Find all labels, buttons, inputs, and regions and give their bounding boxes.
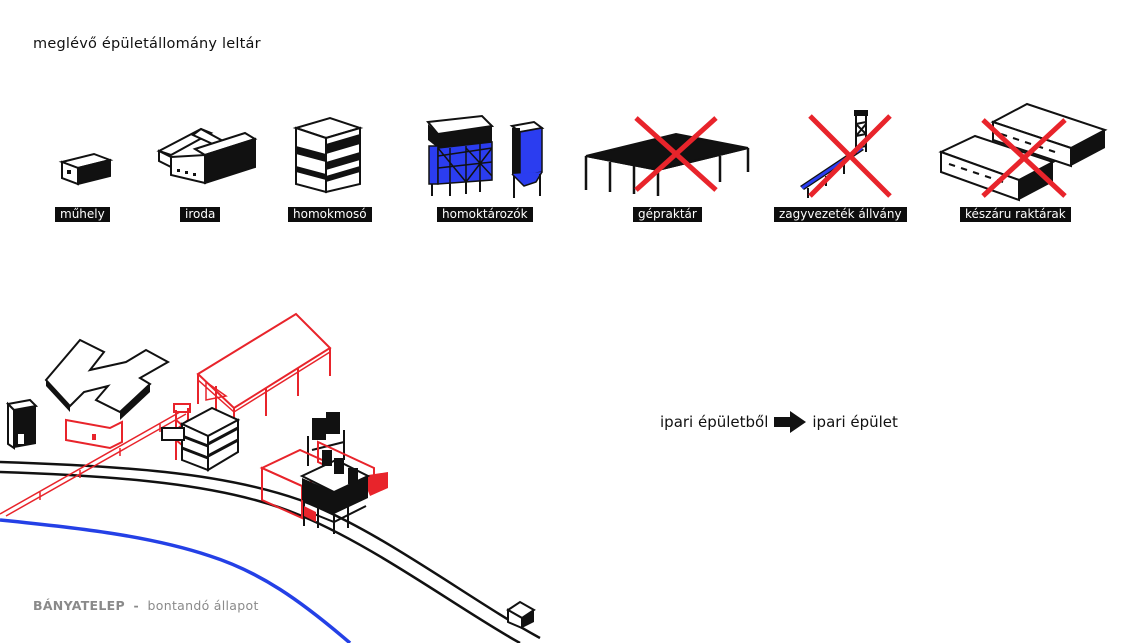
- label-sand-silos: homoktározók: [437, 207, 533, 222]
- warehouses-icon: [938, 102, 1108, 202]
- flow-to-text: ipari épület: [812, 413, 898, 431]
- slurry-pipe-frame-icon: [800, 110, 892, 198]
- workshop-icon: [58, 152, 114, 186]
- footer-place: BÁNYATELEP: [33, 598, 125, 613]
- sand-silos-icon: [426, 114, 545, 198]
- page-title: meglévő épületállomány leltár: [33, 36, 261, 52]
- office-icon: [156, 127, 258, 185]
- label-warehouses: készáru raktárak: [960, 207, 1071, 222]
- label-slurry-pipe-frame: zagyvezeték állvány: [774, 207, 907, 222]
- label-sand-washer: homokmosó: [288, 207, 372, 222]
- machine-shed-icon: [584, 116, 750, 196]
- arrow-right-icon: [774, 411, 807, 433]
- sand-washer-icon: [292, 116, 364, 194]
- label-office: iroda: [180, 207, 221, 222]
- footer-state: bontandó állapot: [147, 598, 259, 613]
- transformation-statement: ipari épületből ipari épület: [660, 411, 898, 433]
- label-machine-shed: gépraktár: [633, 207, 702, 222]
- footer-caption: BÁNYATELEP - bontandó állapot: [33, 598, 259, 613]
- label-workshop: műhely: [55, 207, 110, 222]
- site-plan-drawing: [0, 312, 541, 643]
- flow-from-text: ipari épületből: [660, 413, 769, 431]
- footer-separator: -: [133, 598, 139, 613]
